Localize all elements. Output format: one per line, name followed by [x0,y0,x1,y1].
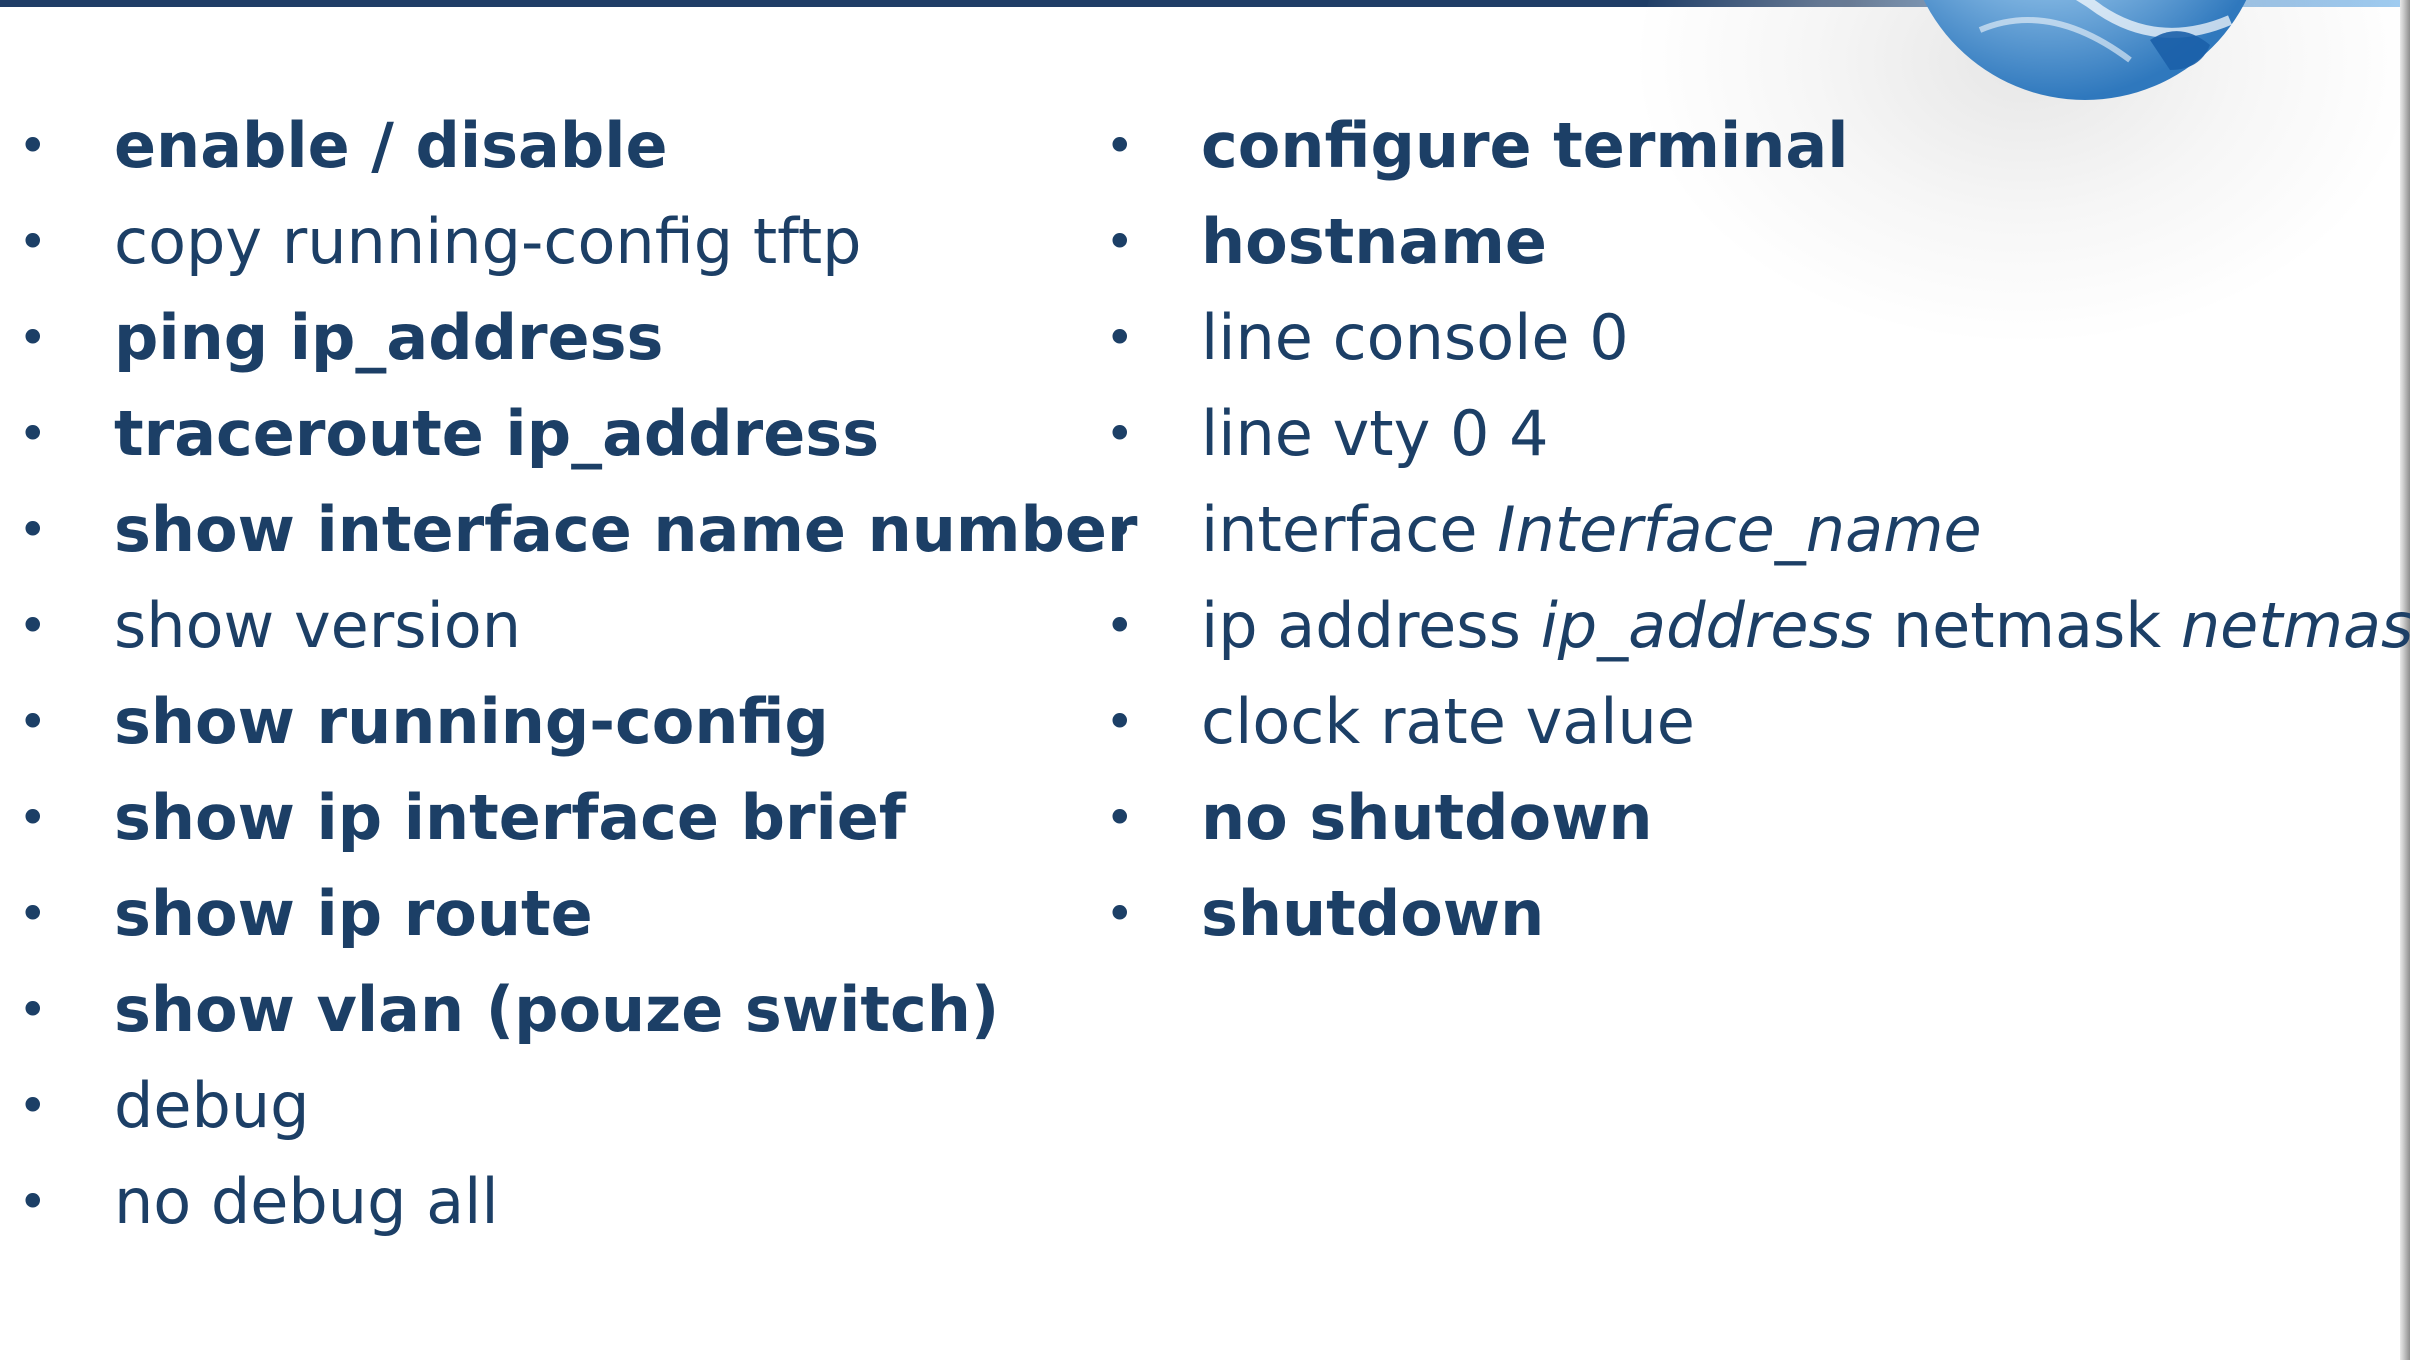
bullet: • [18,981,48,1039]
list-item: • ip address ip_address netmask netmask [1105,578,2410,674]
command-text: enable / disable [114,109,668,182]
list-item: • ping ip_address [18,290,1098,386]
list-item: • no shutdown [1105,770,2395,866]
command-text: debug [114,1069,310,1142]
bullet: • [1105,789,1135,847]
list-item: • show running-config [18,674,1098,770]
list-item: • show ip interface brief [18,770,1098,866]
command-text: no debug all [114,1165,499,1238]
bullet: • [1105,501,1135,559]
command-text: interface Interface_name [1201,482,1982,578]
list-item: • enable / disable [18,98,1098,194]
right-command-list: • configure terminal • hostname • line cons… [1105,98,2410,962]
command-text: configure terminal [1201,109,1849,182]
command-text: show interface name number [114,493,1138,566]
list-item: • debug [18,1058,1098,1154]
command-text: copy running-config tftp [114,205,862,278]
bullet: • [18,885,48,943]
command-keyword: interface [1201,493,1498,566]
globe-icon [1900,0,2270,100]
command-text: show ip route [114,877,593,950]
command-text: show vlan (pouze switch) [114,973,1000,1046]
list-item: • configure terminal [1105,98,2395,194]
list-item: • show ip route [18,866,1098,962]
command-keyword: ip address [1201,589,1541,662]
command-text: hostname [1201,205,1547,278]
bullet: • [1105,693,1135,751]
bullet: • [1105,213,1135,271]
command-text: line vty 0 4 [1201,397,1549,470]
list-item: • line vty 0 4 [1105,386,2395,482]
bullet: • [1105,597,1135,655]
list-item: • show vlan (pouze switch) [18,962,1098,1058]
bullet: • [18,405,48,463]
bullet: • [18,117,48,175]
bullet: • [1105,117,1135,175]
list-item: • interface Interface_name [1105,482,2395,578]
command-text: no shutdown [1201,781,1653,854]
list-item: • line console 0 [1105,290,2395,386]
command-text: ip address ip_address netmask netmask [1201,578,2410,674]
command-argument: netmask [2180,589,2410,662]
right-window-edge [2400,0,2410,1360]
bullet: • [18,501,48,559]
bullet: • [18,309,48,367]
list-item: •show interface name number [18,482,1137,578]
command-text: show running-config [114,685,829,758]
command-keyword: netmask [1873,589,2181,662]
list-item: • no debug all [18,1154,1098,1250]
list-item: • hostname [1105,194,2395,290]
bullet: • [18,789,48,847]
list-item: • show version [18,578,1098,674]
bullet: • [18,597,48,655]
bullet: • [1105,309,1135,367]
command-text: line console 0 [1201,301,1629,374]
bullet: • [18,1077,48,1135]
command-text: clock rate value [1201,685,1695,758]
list-item: • clock rate value [1105,674,2395,770]
command-text: shutdown [1201,877,1545,950]
command-text: ping ip_address [114,301,664,374]
command-argument: Interface_name [1497,493,1982,566]
top-accent-bar [0,0,2400,7]
left-command-list: • enable / disable • copy running-config t… [18,98,1137,1250]
command-text: show version [114,589,522,662]
command-text: traceroute ip_address [114,397,880,470]
bullet: • [18,1173,48,1231]
command-argument: ip_address [1540,589,1874,662]
list-item: • copy running-config tftp [18,194,1098,290]
list-item: • traceroute ip_address [18,386,1098,482]
bullet: • [18,213,48,271]
bullet: • [1105,885,1135,943]
list-item: • shutdown [1105,866,2395,962]
bullet: • [18,693,48,751]
command-text: show ip interface brief [114,781,906,854]
bullet: • [1105,405,1135,463]
